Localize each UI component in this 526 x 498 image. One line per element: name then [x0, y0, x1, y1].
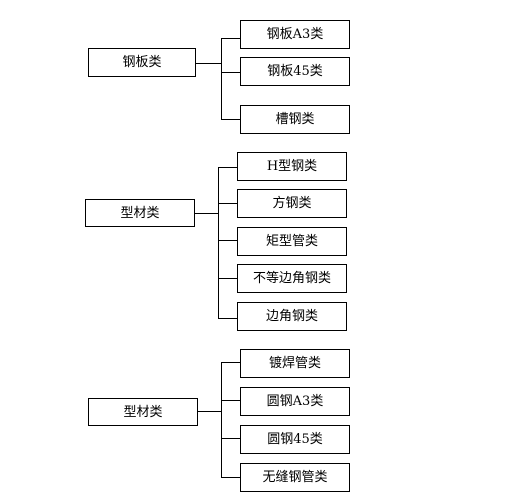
- child-node: 边角钢类: [237, 302, 347, 331]
- connector-line: [195, 213, 218, 214]
- child-node: 钢板A3类: [240, 20, 350, 49]
- connector-line: [218, 203, 237, 204]
- connector-line: [198, 411, 221, 412]
- parent-node-profile-2: 型材类: [88, 398, 198, 426]
- connector-line: [221, 119, 240, 120]
- parent-node-steel-plate: 钢板类: [88, 48, 196, 77]
- child-node: 方钢类: [237, 189, 347, 218]
- connector-line: [196, 63, 221, 64]
- child-node: 圆钢A3类: [240, 387, 350, 416]
- connector-line: [221, 38, 240, 39]
- connector-line: [221, 72, 240, 73]
- connector-line: [221, 362, 240, 363]
- connector-line: [218, 167, 237, 168]
- child-node: 圆钢45类: [240, 425, 350, 454]
- child-node: 不等边角钢类: [237, 264, 347, 293]
- parent-node-profile: 型材类: [85, 199, 195, 227]
- child-node: 镀焊管类: [240, 349, 350, 378]
- connector-line: [221, 400, 240, 401]
- connector-line: [218, 278, 237, 279]
- connector-line: [221, 362, 222, 478]
- child-node: 钢板45类: [240, 57, 350, 86]
- child-node: 矩型管类: [237, 227, 347, 256]
- connector-line: [218, 240, 237, 241]
- child-node: 槽钢类: [240, 105, 350, 134]
- child-node: H型钢类: [237, 152, 347, 181]
- child-node: 无缝钢管类: [240, 463, 350, 492]
- connector-line: [221, 438, 240, 439]
- connector-line: [221, 38, 222, 120]
- connector-line: [218, 167, 219, 319]
- connector-line: [218, 318, 237, 319]
- connector-line: [221, 477, 240, 478]
